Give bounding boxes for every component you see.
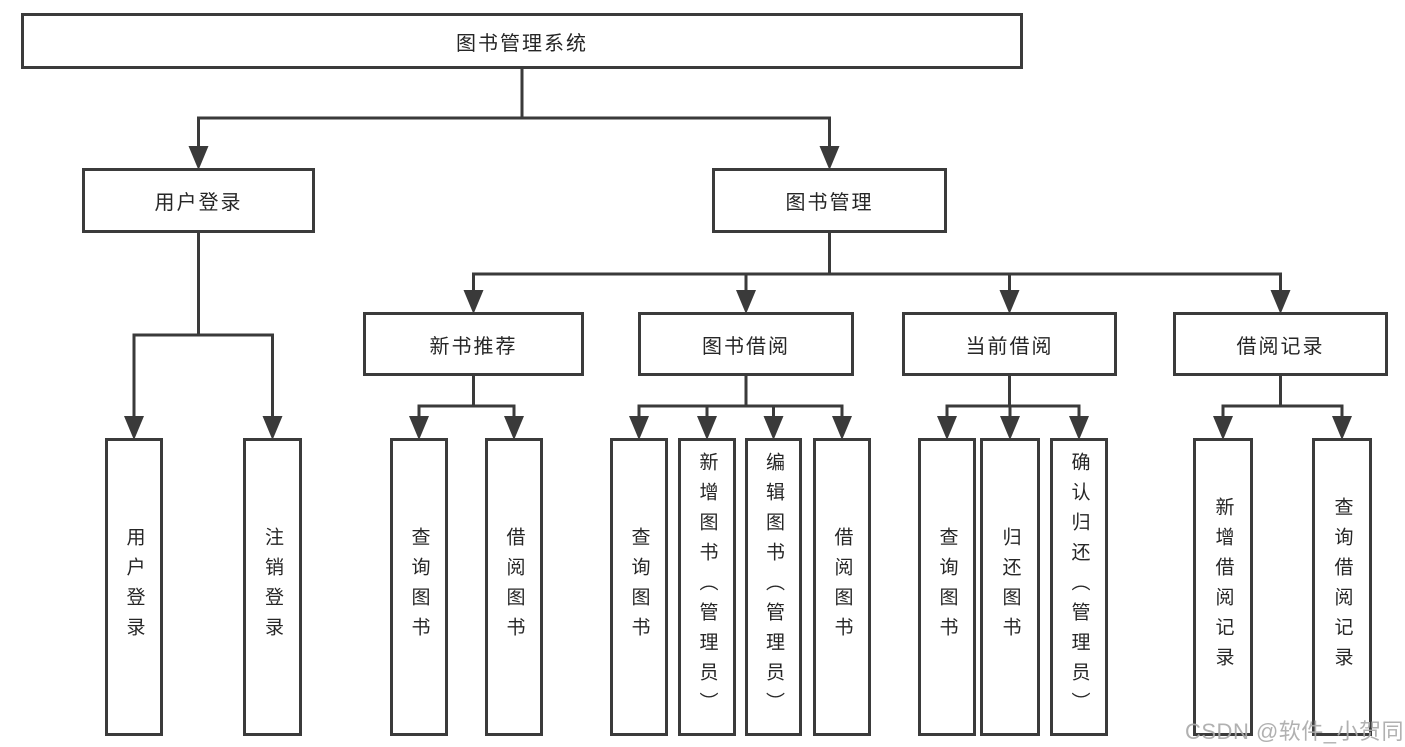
node-book-mgmt: 图书管理 [712, 168, 947, 233]
node-leaf-bb-add: 新增图书（管理员） [678, 438, 736, 736]
node-label-leaf-br-query: 查询借阅记录 [1331, 497, 1353, 677]
node-current-borrow: 当前借阅 [902, 312, 1117, 376]
node-label-leaf-user-login: 用户登录 [123, 527, 145, 647]
node-label-leaf-cb-return: 归还图书 [999, 527, 1021, 647]
node-label-leaf-cb-query: 查询图书 [936, 527, 958, 647]
node-leaf-bb-borrow: 借阅图书 [813, 438, 871, 736]
node-label-leaf-bb-query: 查询图书 [628, 527, 650, 647]
node-leaf-br-query: 查询借阅记录 [1312, 438, 1372, 736]
node-label-leaf-logout: 注销登录 [262, 527, 283, 647]
node-leaf-logout: 注销登录 [243, 438, 302, 736]
node-label-root: 图书管理系统 [456, 32, 588, 55]
node-leaf-cb-confirm: 确认归还（管理员） [1050, 438, 1108, 736]
node-label-current-borrow: 当前借阅 [965, 335, 1054, 358]
node-label-leaf-bb-add: 新增图书（管理员） [696, 452, 718, 722]
node-borrow-records: 借阅记录 [1173, 312, 1388, 376]
node-label-borrow-records: 借阅记录 [1236, 335, 1325, 358]
node-label-leaf-bb-borrow: 借阅图书 [831, 527, 853, 647]
node-leaf-bb-edit: 编辑图书（管理员） [745, 438, 802, 736]
node-label-leaf-bb-edit: 编辑图书（管理员） [763, 452, 784, 722]
node-label-user-login: 用户登录 [154, 192, 243, 214]
node-label-book-mgmt: 图书管理 [785, 192, 874, 214]
node-leaf-user-login: 用户登录 [105, 438, 163, 736]
node-label-leaf-cb-confirm: 确认归还（管理员） [1068, 452, 1090, 722]
node-new-book-rec: 新书推荐 [363, 312, 584, 376]
csdn-watermark: CSDN @软件_小贺同学 [1185, 719, 1405, 744]
node-leaf-cb-return: 归还图书 [980, 438, 1040, 736]
node-label-book-borrow: 图书借阅 [702, 335, 790, 358]
node-leaf-cb-query: 查询图书 [918, 438, 976, 736]
node-book-borrow: 图书借阅 [638, 312, 854, 376]
node-root: 图书管理系统 [21, 13, 1023, 69]
node-label-leaf-nb-query: 查询图书 [408, 527, 430, 647]
node-label-new-book-rec: 新书推荐 [429, 335, 518, 358]
node-leaf-nb-query: 查询图书 [390, 438, 448, 736]
node-label-leaf-nb-borrow: 借阅图书 [503, 527, 525, 647]
node-user-login: 用户登录 [82, 168, 315, 233]
node-leaf-bb-query: 查询图书 [610, 438, 668, 736]
node-leaf-nb-borrow: 借阅图书 [485, 438, 543, 736]
node-label-leaf-br-add: 新增借阅记录 [1212, 497, 1234, 677]
node-leaf-br-add: 新增借阅记录 [1193, 438, 1253, 736]
